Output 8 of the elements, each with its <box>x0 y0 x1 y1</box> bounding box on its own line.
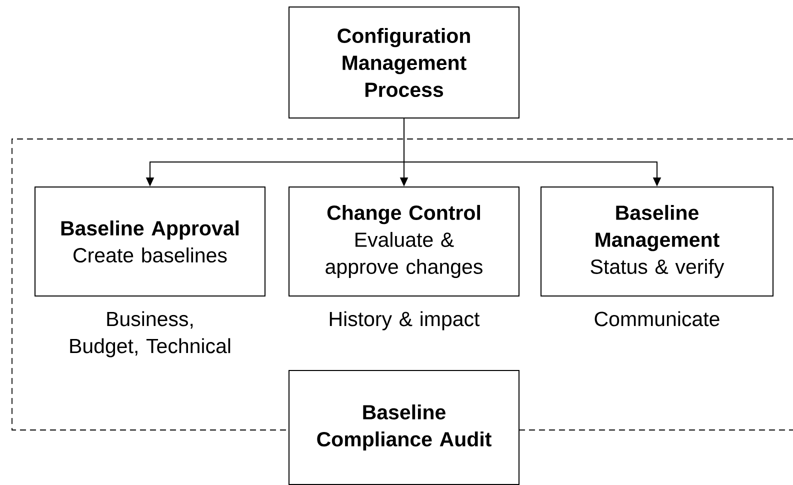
process-box: Change Control Evaluate & approve changes <box>288 186 520 296</box>
caption-text: Business, Budget, Technical <box>70 311 230 358</box>
process-box: Baseline Compliance Audit <box>288 370 520 485</box>
caption-text: Communicate <box>594 311 720 326</box>
process-box: Configuration Management Process <box>288 6 520 118</box>
process-box: Baseline Management Status & verify <box>540 186 774 296</box>
process-box: Baseline Approval Create baselines <box>34 186 266 296</box>
caption-text: History & impact <box>330 311 480 330</box>
